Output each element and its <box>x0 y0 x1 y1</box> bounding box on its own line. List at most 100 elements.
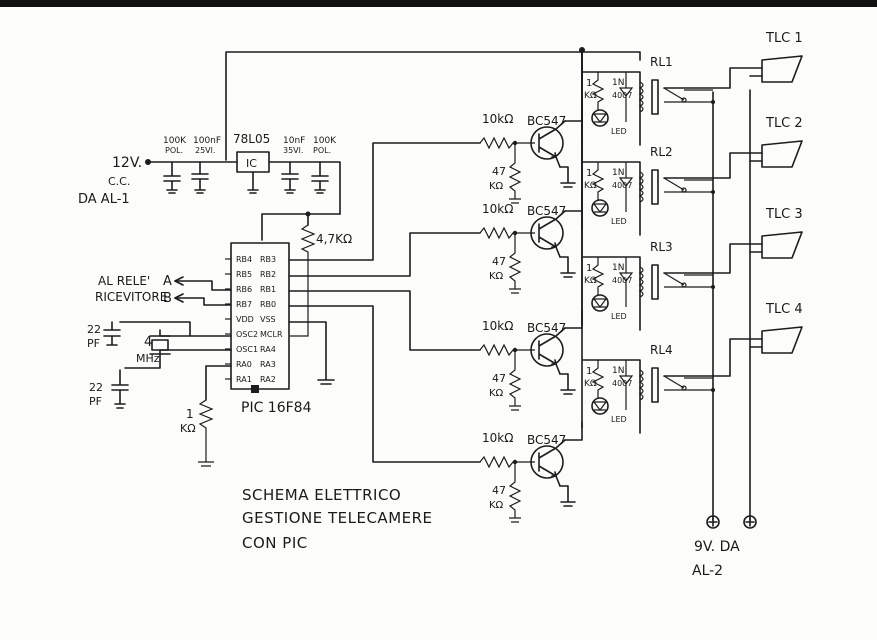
voltage-regulator: 78L05 IC <box>233 132 341 215</box>
led-resistor-value: 1 <box>586 78 592 89</box>
diode-part-line2: 4007 <box>612 181 632 190</box>
relay-input-a: A <box>163 274 172 289</box>
crystal-value: 4 <box>144 335 152 350</box>
power-source: DA AL-1 <box>78 192 130 207</box>
diode-part-line2: 4007 <box>612 379 632 388</box>
bc547-transistor <box>530 445 564 479</box>
output-capacitors: 10nF 35Vl. 100K POL. <box>281 136 337 194</box>
bc547-transistor <box>530 126 564 160</box>
pullup-node <box>305 211 311 217</box>
pic-pin-ra0: RA0 <box>236 360 252 369</box>
led-symbol <box>592 113 608 123</box>
relay-core <box>651 79 659 115</box>
relay-label: RL3 <box>650 240 673 254</box>
collector-wire <box>564 421 583 441</box>
relay-input-line1: AL RELE' <box>98 274 150 288</box>
flyback-diode <box>618 72 634 122</box>
pic-label: PIC 16F84 <box>241 400 312 416</box>
camera-feed-wire <box>663 243 763 274</box>
base-resistor <box>479 343 535 357</box>
ra0-res-value: 1 <box>186 407 194 421</box>
pic-pin-ra2: RA2 <box>260 375 276 384</box>
pulldown-unit: KΩ <box>489 181 504 192</box>
collector-wire <box>564 309 583 329</box>
relay-contact-pivot <box>681 97 687 103</box>
led-label: LED <box>611 415 627 424</box>
diode-part-line2: 4007 <box>612 276 632 285</box>
base-node <box>512 230 518 236</box>
pulldown-value: 47 <box>492 372 506 385</box>
transistor-part: BC547 <box>527 321 566 335</box>
relay-input-arrows <box>174 276 184 303</box>
output-cap2-symbol <box>311 161 329 194</box>
indicator-led <box>591 199 609 217</box>
relay-input-wires <box>174 280 232 306</box>
led-resistor-unit: KΩ <box>584 276 597 286</box>
relay-core <box>651 264 659 300</box>
relay-receiver-input: AL RELE' RICEVITORE A B <box>95 274 232 306</box>
transistor-part: BC547 <box>527 114 566 128</box>
oscillator: 22 PF 22 PF 4 MHz <box>87 321 232 409</box>
load-cap-1-unit: PF <box>87 337 100 350</box>
regulator-part: 78L05 <box>233 132 270 146</box>
camera-icon <box>761 231 803 259</box>
pic-body <box>230 242 290 390</box>
relay-contacts <box>663 87 713 103</box>
led-label: LED <box>611 217 627 226</box>
crystal-symbol <box>151 339 169 351</box>
relay-input-b: B <box>163 291 172 306</box>
flyback-diode <box>618 257 634 307</box>
diode-part-line1: 1N <box>612 263 624 273</box>
relay-contacts <box>663 272 713 288</box>
base-resistor <box>479 226 535 240</box>
ra0-wire <box>205 365 232 401</box>
base-node <box>512 140 518 146</box>
emitter-ground <box>559 485 576 507</box>
emitter-arrow <box>551 242 557 248</box>
base-node <box>512 347 518 353</box>
diode-part-line2: 4007 <box>612 91 632 100</box>
ra0-resistor: 1 KΩ <box>180 365 232 467</box>
indicator-led <box>591 397 609 415</box>
output-cap1-value: 10nF <box>283 136 305 146</box>
relay-label: RL2 <box>650 145 673 159</box>
pic-pin-rb3: RB3 <box>260 255 276 264</box>
led-resistor-unit: KΩ <box>584 181 597 191</box>
base-resistor-value: 10kΩ <box>482 319 513 333</box>
input-cap1-value: 100K <box>163 136 187 146</box>
camera-feed-wire <box>663 338 763 377</box>
pulldown-resistor <box>508 143 522 204</box>
relay-input-line2: RICEVITORE <box>95 290 167 304</box>
supply-line1: 9V. DA <box>694 539 740 555</box>
output-cap1-voltage: 35Vl. <box>283 146 303 155</box>
rb0-signal-wire <box>288 305 481 463</box>
diode-part-line1: 1N <box>612 366 624 376</box>
relay-label: RL1 <box>650 55 673 69</box>
base-resistor <box>479 136 535 150</box>
led-resistor-unit: KΩ <box>584 91 597 101</box>
pic-pin-rb1: RB1 <box>260 285 276 294</box>
led-resistor-value: 1 <box>586 168 592 179</box>
led-resistor-value: 1 <box>586 263 592 274</box>
input-cap2-voltage: 25Vl. <box>195 146 215 155</box>
load-cap-2-unit: PF <box>89 395 102 408</box>
led-resistor-unit: KΩ <box>584 379 597 389</box>
camera-icon <box>761 326 803 354</box>
relay-core <box>651 169 659 205</box>
pic-pin-mclr: MCLR <box>260 330 283 339</box>
input-cap1-symbol <box>163 161 181 194</box>
load-cap-2-value: 22 <box>89 381 103 394</box>
pic-pin-rb5: RB5 <box>236 270 252 279</box>
pic-pin-ra3: RA3 <box>260 360 276 369</box>
flyback-diode <box>618 162 634 212</box>
transistor-leads <box>538 439 566 487</box>
crystal-plates <box>149 335 171 355</box>
pulldown-resistor <box>508 462 522 523</box>
relay-supply-spine <box>581 51 641 434</box>
camera-label: TLC 4 <box>765 302 803 317</box>
pic-pin-osc1: OSC1 <box>236 345 258 354</box>
regulator-body-label: IC <box>246 157 257 170</box>
